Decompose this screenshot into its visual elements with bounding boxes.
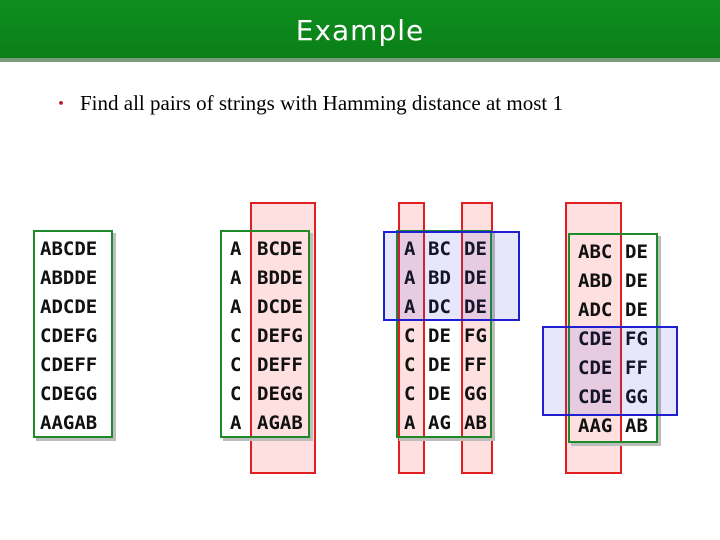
string-segment: ADCDE	[40, 296, 98, 318]
string-segment: DEFF	[257, 354, 303, 376]
string-segment: DEGG	[257, 383, 303, 405]
last-column: DE DE DE FG FF GG AB	[625, 238, 648, 441]
string-segment: DEFG	[257, 325, 303, 347]
bullet-text: Find all pairs of strings with Hamming d…	[80, 91, 563, 115]
string-segment: CDEGG	[40, 383, 98, 405]
string-segment: CDE	[578, 328, 613, 350]
string-segment: C	[230, 325, 242, 347]
string-segment: AB	[464, 412, 487, 434]
string-segment: A	[404, 412, 416, 434]
string-segment: DE	[428, 383, 451, 405]
string-segment: DE	[428, 354, 451, 376]
string-segment: C	[404, 325, 416, 347]
string-segment: ABD	[578, 270, 613, 292]
string-segment: BCDE	[257, 238, 303, 260]
string-segment: FF	[625, 357, 648, 379]
string-segment: ADC	[578, 299, 613, 321]
string-segment: A	[230, 238, 242, 260]
string-column: ABCDE ABDDE ADCDE CDEFG CDEFF CDEGG AAGAB	[40, 235, 97, 438]
string-segment: DCDE	[257, 296, 303, 318]
string-segment: AAGAB	[40, 412, 98, 434]
string-segment: DE	[625, 270, 648, 292]
slide-title: Example	[295, 14, 425, 47]
string-segment: CDEFF	[40, 354, 98, 376]
string-segment: GG	[625, 386, 648, 408]
string-segment: ABCDE	[40, 238, 98, 260]
string-segment: FF	[464, 354, 487, 376]
string-segment: AG	[428, 412, 451, 434]
string-segment: DE	[428, 325, 451, 347]
string-segment: ABC	[578, 241, 613, 263]
string-segment: DE	[625, 299, 648, 321]
string-segment: C	[404, 383, 416, 405]
highlight-first-4	[565, 202, 622, 474]
string-segment: A	[230, 412, 242, 434]
rest-column: BCDE BDDE DCDE DEFG DEFF DEGG AGAB	[257, 235, 303, 438]
string-segment: CDE	[578, 386, 613, 408]
string-segment: AAG	[578, 415, 613, 437]
string-segment: A	[230, 296, 242, 318]
highlight-rest-2	[250, 202, 316, 474]
string-segment: A	[404, 267, 416, 289]
string-segment: AGAB	[257, 412, 303, 434]
string-segment: CDEFG	[40, 325, 98, 347]
string-segment: FG	[625, 328, 648, 350]
string-segment: DE	[464, 296, 487, 318]
string-segment: BD	[428, 267, 451, 289]
mid-column: BC BD DC DE DE DE AG	[428, 235, 451, 438]
string-segment: FG	[464, 325, 487, 347]
string-segment: BDDE	[257, 267, 303, 289]
string-segment: BC	[428, 238, 451, 260]
bullet-item: ・ Find all pairs of strings with Hamming…	[52, 90, 563, 116]
title-bar: Example	[0, 0, 720, 62]
string-segment: GG	[464, 383, 487, 405]
string-segment: DE	[464, 267, 487, 289]
string-segment: CDE	[578, 357, 613, 379]
highlight-group-4	[542, 326, 678, 416]
string-segment: A	[230, 267, 242, 289]
first-column: ABC ABD ADC CDE CDE CDE AAG	[578, 238, 612, 441]
highlight-first-3	[398, 202, 425, 474]
string-box-1: ABCDE ABDDE ADCDE CDEFG CDEFF CDEGG AAGAB	[33, 230, 113, 438]
string-segment: C	[230, 354, 242, 376]
last-column: DE DE DE FG FF GG AB	[464, 235, 487, 438]
string-box-4: ABC ABD ADC CDE CDE CDE AAG DE DE DE FG FF GG AB	[568, 233, 658, 443]
string-segment: DE	[464, 238, 487, 260]
string-segment: DE	[625, 241, 648, 263]
string-segment: DC	[428, 296, 451, 318]
string-segment: A	[404, 238, 416, 260]
highlight-group-3	[383, 231, 520, 321]
string-segment: AB	[625, 415, 648, 437]
string-segment: A	[404, 296, 416, 318]
string-segment: ABDDE	[40, 267, 98, 289]
highlight-last-3	[461, 202, 493, 474]
bullet-icon: ・	[52, 94, 70, 114]
string-segment: C	[404, 354, 416, 376]
string-segment: C	[230, 383, 242, 405]
